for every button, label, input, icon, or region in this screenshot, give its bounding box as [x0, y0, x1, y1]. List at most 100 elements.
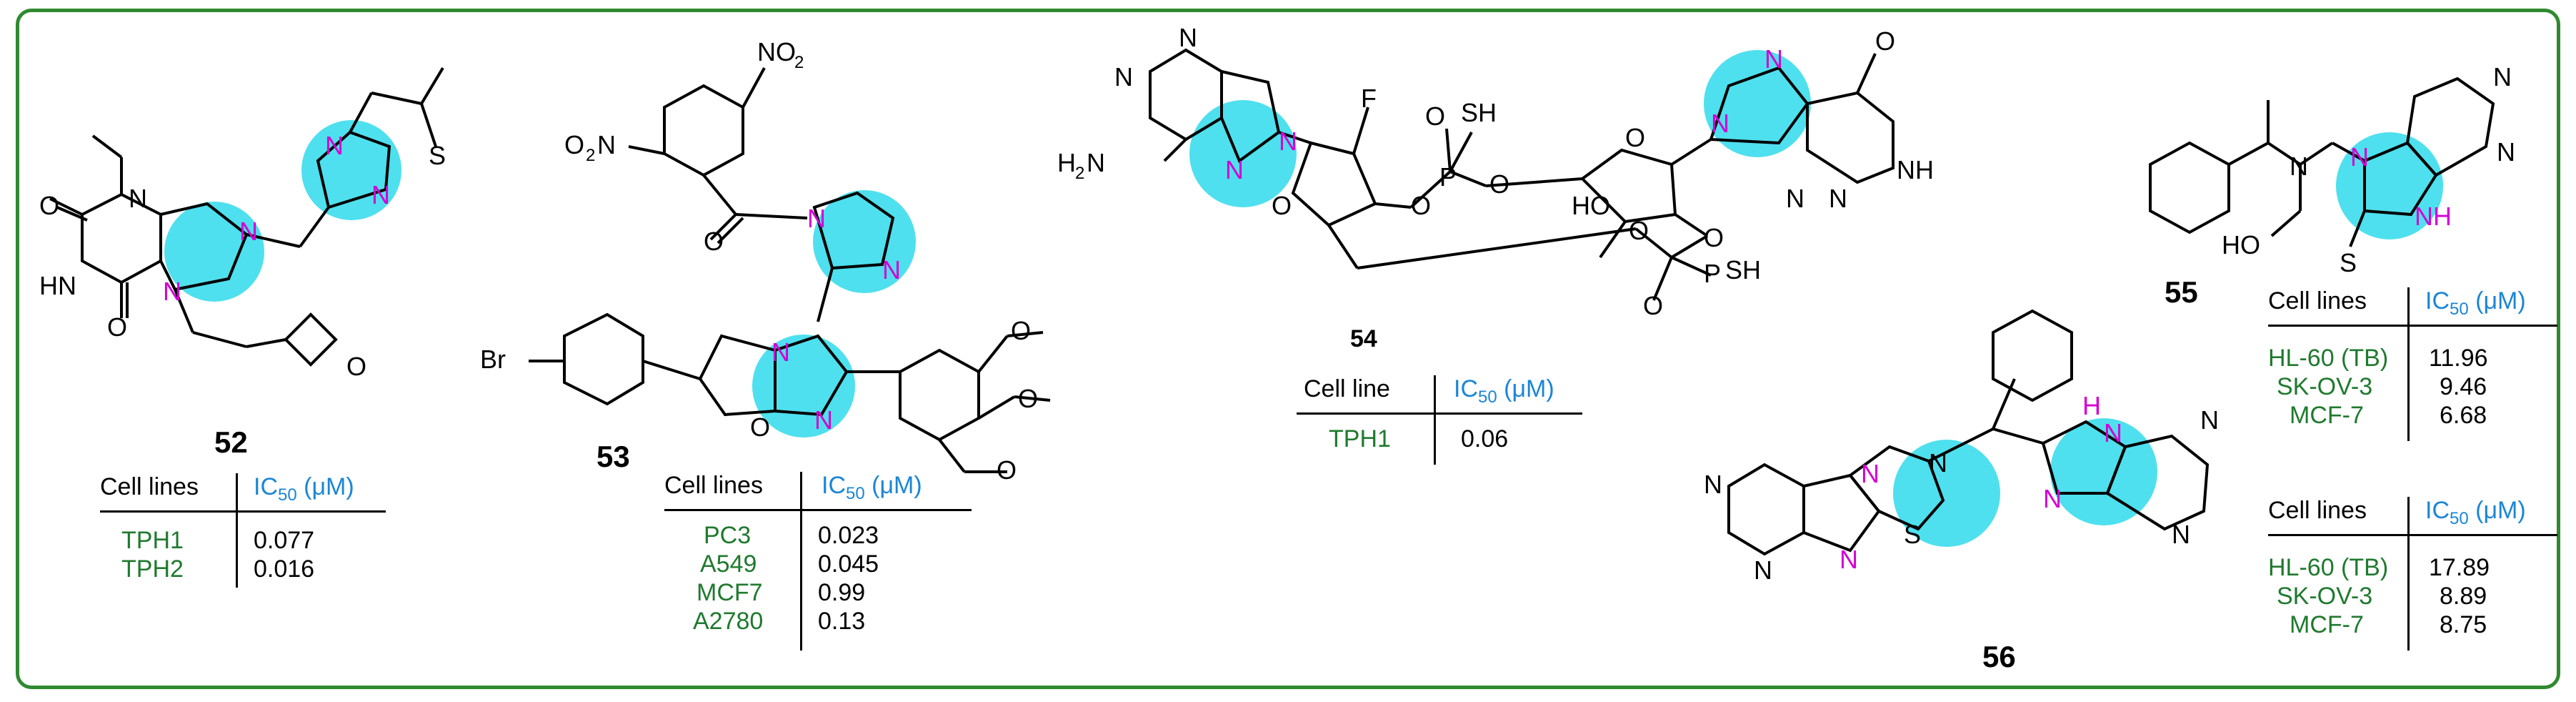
svg-text:O: O	[1489, 169, 1509, 199]
svg-text:O: O	[1018, 384, 1038, 413]
svg-text:N: N	[1764, 44, 1783, 74]
cell-name: HL-60 (TB)	[2268, 345, 2389, 372]
figure-frame	[16, 9, 2560, 689]
structure-52: O HN O N O S N N N N	[39, 66, 446, 381]
svg-text:O: O	[1425, 102, 1445, 131]
svg-text:N: N	[814, 405, 833, 435]
svg-text:N: N	[371, 180, 390, 209]
cell-value: 0.023	[818, 522, 879, 549]
svg-text:O: O	[107, 312, 127, 342]
cell-value: 8.89	[2440, 583, 2487, 610]
svg-text:NO: NO	[757, 37, 796, 66]
svg-text:N: N	[1829, 184, 1847, 213]
col-header-ic50: IC50 (μM)	[822, 472, 922, 503]
svg-text:N: N	[2104, 418, 2122, 448]
svg-text:P: P	[1439, 162, 1457, 192]
table-53: Cell lines IC50 (μM) PC3 0.023 A549 0.04…	[664, 472, 972, 654]
cell-value: 11.96	[2429, 345, 2488, 372]
svg-text:N: N	[2290, 152, 2308, 181]
cell-value: 0.13	[818, 608, 866, 635]
cell-name: TPH2	[121, 555, 184, 583]
svg-text:N: N	[1087, 148, 1105, 177]
table-52: Cell lines IC50 (μM) TPH1 0.077 TPH2 0.0…	[100, 473, 386, 595]
svg-text:N: N	[1179, 23, 1197, 52]
svg-text:N: N	[2350, 142, 2369, 172]
svg-text:N: N	[239, 217, 258, 246]
svg-text:N: N	[1114, 62, 1133, 92]
cell-value: 8.75	[2440, 611, 2487, 638]
svg-text:O: O	[1272, 191, 1292, 220]
cell-name: SK-OV-3	[2277, 373, 2373, 400]
svg-text:N: N	[2200, 405, 2219, 435]
svg-text:N: N	[129, 184, 147, 213]
col-header-cell-lines: Cell lines	[2268, 497, 2367, 524]
svg-text:O: O	[1625, 123, 1645, 152]
svg-text:N: N	[2172, 520, 2190, 549]
cell-value: 6.68	[2440, 402, 2487, 429]
compound-label-54: 54	[1350, 325, 1377, 352]
svg-text:O: O	[704, 227, 724, 256]
svg-text:2: 2	[586, 146, 595, 165]
structure-56: N N N S N N N N H N N	[1704, 309, 2219, 585]
svg-text:N: N	[1754, 555, 1772, 585]
svg-text:N: N	[325, 131, 344, 160]
svg-text:N: N	[882, 255, 901, 285]
col-header-cell-lines: Cell lines	[2268, 287, 2367, 315]
svg-text:O: O	[564, 130, 584, 159]
svg-text:N: N	[2497, 137, 2515, 167]
svg-text:S: S	[429, 141, 446, 170]
svg-text:Br: Br	[480, 345, 506, 374]
svg-text:N: N	[1786, 184, 1804, 213]
cell-name: MCF-7	[2290, 611, 2364, 638]
svg-text:S: S	[2340, 248, 2357, 277]
compound-label-52: 52	[214, 425, 248, 459]
svg-text:HN: HN	[39, 271, 76, 300]
cell-value: 0.045	[818, 550, 879, 578]
col-header-ic50: IC50 (μM)	[1454, 375, 1554, 407]
svg-text:O: O	[346, 352, 366, 381]
highlight-circle	[164, 202, 264, 302]
svg-text:N: N	[1711, 109, 1729, 138]
cell-name: TPH1	[121, 527, 184, 554]
col-header-ic50: IC50 (μM)	[2425, 497, 2526, 528]
cell-name: MCF7	[697, 579, 763, 606]
cell-value: 17.89	[2429, 554, 2490, 581]
svg-text:O: O	[1411, 191, 1431, 220]
svg-text:O: O	[1629, 216, 1649, 245]
svg-text:2: 2	[1075, 164, 1084, 183]
svg-text:HO: HO	[1572, 191, 1610, 220]
svg-text:H: H	[2082, 391, 2101, 420]
cell-value: 0.99	[818, 579, 866, 606]
cell-value: 0.06	[1461, 425, 1509, 453]
svg-text:N: N	[1225, 155, 1244, 184]
cell-value: 0.077	[254, 527, 315, 554]
cell-value: 9.46	[2440, 373, 2487, 400]
cell-name: SK-OV-3	[2277, 583, 2373, 610]
svg-text:N: N	[1704, 470, 1722, 499]
svg-text:N: N	[772, 337, 790, 367]
svg-text:O: O	[1643, 291, 1663, 320]
table-54: Cell line IC50 (μM) TPH1 0.06	[1297, 375, 1582, 468]
svg-text:N: N	[807, 204, 826, 233]
svg-text:SH: SH	[1461, 98, 1497, 127]
table-55: Cell lines IC50 (μM) HL-60 (TB) 11.96 SK…	[2268, 287, 2557, 445]
col-header-ic50: IC50 (μM)	[254, 473, 354, 505]
svg-text:N: N	[2043, 484, 2062, 513]
svg-text:N: N	[1929, 448, 1947, 478]
cell-name: A549	[700, 550, 757, 578]
col-header-cell-lines: Cell lines	[100, 473, 199, 500]
cell-name: MCF-7	[2290, 402, 2364, 429]
svg-text:SH: SH	[1725, 255, 1761, 285]
cell-name: PC3	[704, 522, 752, 549]
highlight-circle	[1893, 440, 2000, 547]
cell-name: TPH1	[1329, 425, 1391, 453]
svg-text:N: N	[2493, 62, 2512, 92]
svg-text:O: O	[1704, 223, 1724, 252]
svg-text:NH: NH	[2415, 202, 2452, 231]
svg-text:O: O	[39, 191, 59, 220]
col-header-ic50: IC50 (μM)	[2425, 287, 2526, 319]
compound-label-53: 53	[596, 440, 630, 473]
